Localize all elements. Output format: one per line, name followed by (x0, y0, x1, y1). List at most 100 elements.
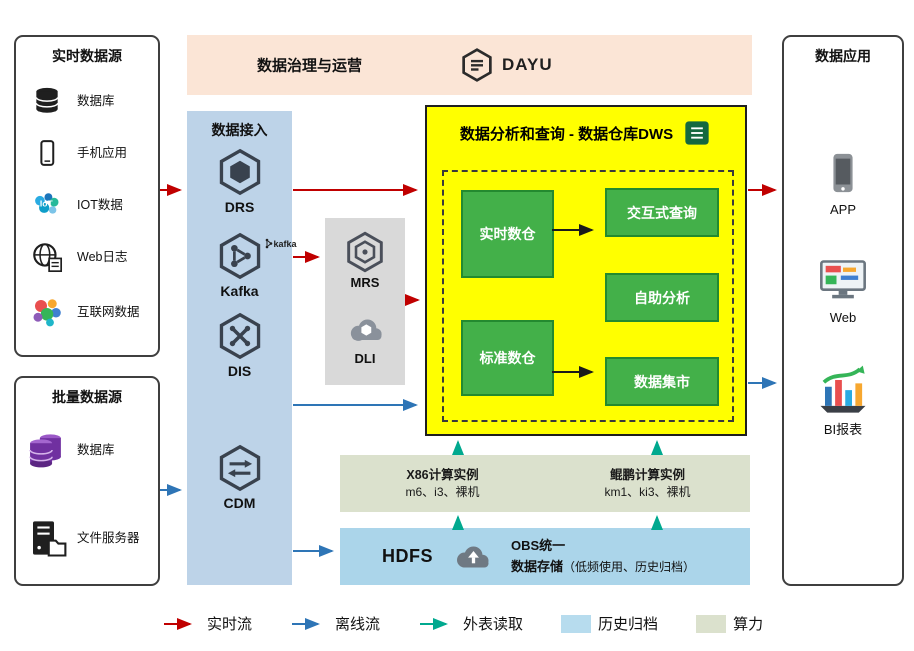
app-phone-icon (833, 153, 853, 193)
compute-strip: X86计算实例 m6、i3、裸机 鲲鹏计算实例 km1、ki3、裸机 (340, 455, 750, 512)
mobile-app-icon (24, 138, 70, 168)
dws-dashed-area: 实时数仓 标准数仓 交互式查询 自助分析 数据集市 (442, 170, 734, 422)
compute-power-swatch (696, 614, 727, 633)
source-label: Web日志 (77, 249, 128, 264)
compute-kunpeng: 鲲鹏计算实例 km1、ki3、裸机 (545, 467, 750, 500)
kafka-logo-glyph (265, 238, 272, 249)
drs-icon (219, 148, 260, 196)
applications-panel: 数据应用 APP Web (782, 35, 904, 586)
source-item-database: 数据库 (24, 77, 154, 125)
ingestion-panel: 数据接入 DRS (187, 111, 297, 585)
service-box-data-mart: 数据集市 (605, 357, 719, 406)
iot-icon: IoT (24, 188, 70, 222)
dli-icon (350, 319, 382, 341)
application-label: APP (829, 202, 856, 217)
file-server-icon (24, 517, 70, 559)
obs-cloud-icon (457, 546, 489, 567)
application-item-web: Web (784, 255, 902, 325)
legend-item-external-read: 外表读取 (418, 613, 523, 634)
service-label: 自助分析 (634, 289, 690, 306)
legend-item-history-archive: 历史归档 (561, 613, 658, 634)
application-label: Web (829, 310, 857, 325)
warehouse-box-realtime: 实时数仓 (461, 190, 554, 278)
database-icon (24, 85, 70, 117)
realtime-sources-panel: 实时数据源 数据库 手机应用 (14, 35, 160, 357)
mrs-icon (347, 231, 383, 273)
ingestion-title: 数据接入 (211, 122, 268, 138)
processing-label: MRS (350, 275, 380, 290)
source-item-file-server: 文件服务器 (24, 500, 154, 576)
legend-label: 外表读取 (463, 616, 524, 633)
processing-item-dli: DLI (325, 310, 405, 366)
obs-note: （低频使用、历史归档） (563, 559, 696, 574)
warehouse-box-standard: 标准数仓 (461, 320, 554, 396)
ingestion-item-cdm: CDM (187, 443, 292, 511)
dis-icon (219, 312, 260, 360)
legend-item-compute-power: 算力 (696, 613, 763, 634)
dayu-logo: DAYU (459, 47, 553, 83)
source-label: 文件服务器 (77, 530, 140, 545)
obs-line2: 数据存储 (511, 558, 564, 574)
realtime-flow-arrow-swatch (164, 617, 192, 630)
obs-line1: OBS统一 (511, 537, 566, 553)
cdm-icon (219, 444, 260, 492)
compute-x86: X86计算实例 m6、i3、裸机 (340, 467, 545, 500)
compute-title: 鲲鹏计算实例 (609, 467, 685, 482)
source-label: 数据库 (77, 442, 115, 457)
applications-title: 数据应用 (815, 48, 871, 64)
storage-strip: HDFS OBS统一 数据存储（低频使用、历史归档） (340, 528, 750, 585)
application-item-app: APP (784, 147, 902, 217)
governance-banner: 数据治理与运营 DAYU (187, 35, 752, 95)
service-box-interactive-query: 交互式查询 (605, 188, 719, 237)
source-item-weblog: Web日志 (24, 233, 154, 281)
warehouse-label: 标准数仓 (479, 350, 536, 366)
ingestion-label: Kafka (220, 283, 259, 299)
service-label: 数据集市 (634, 373, 690, 390)
legend: 实时流 离线流 外表读取 历史归档 算力 (162, 613, 763, 634)
realtime-sources-title: 实时数据源 (52, 48, 122, 64)
ingestion-label: CDM (223, 495, 256, 511)
processing-label: DLI (354, 351, 376, 366)
processing-panel: MRS DLI (325, 218, 405, 385)
kafka-icon (219, 232, 260, 280)
internet-data-icon (24, 294, 70, 330)
dayu-hexagon-icon (462, 48, 492, 82)
application-item-bi: BI报表 (784, 362, 902, 438)
compute-subtitle: km1、ki3、裸机 (604, 484, 691, 499)
warehouse-label: 实时数仓 (479, 226, 536, 242)
source-item-mobile: 手机应用 (24, 129, 154, 177)
dws-document-icon (685, 121, 709, 145)
source-item-batch-database: 数据库 (24, 412, 154, 488)
kafka-logo-text: kafka (265, 238, 297, 249)
service-box-self-analysis: 自助分析 (605, 273, 719, 322)
dws-title: 数据分析和查询 - 数据仓库DWS (459, 125, 674, 143)
ingestion-item-kafka: kafka Kafka (187, 231, 297, 299)
legend-label: 实时流 (207, 616, 253, 633)
ingestion-item-drs: DRS (187, 147, 292, 215)
legend-label: 历史归档 (598, 616, 659, 633)
source-label: 手机应用 (77, 145, 128, 160)
svg-text:IoT: IoT (40, 198, 54, 208)
source-label: 数据库 (77, 93, 115, 108)
legend-label: 算力 (733, 616, 764, 633)
source-item-iot: IoT IOT数据 (24, 181, 154, 229)
compute-subtitle: m6、i3、裸机 (405, 484, 480, 499)
batch-sources-title: 批量数据源 (52, 389, 122, 405)
ingestion-label: DIS (227, 363, 252, 379)
source-label: IOT数据 (77, 197, 123, 212)
web-monitor-icon (820, 260, 866, 299)
history-archive-swatch (561, 614, 592, 633)
service-label: 交互式查询 (627, 204, 697, 221)
source-item-internet: 互联网数据 (24, 285, 154, 339)
processing-item-mrs: MRS (325, 230, 405, 290)
dws-panel: 数据分析和查询 - 数据仓库DWS 实时数仓 标准数仓 交互式查询 自助分析 (425, 105, 747, 436)
hdfs-label: HDFS (382, 546, 433, 566)
web-log-icon (24, 240, 70, 274)
legend-label: 离线流 (335, 616, 381, 633)
legend-item-offline-flow: 离线流 (290, 613, 380, 634)
offline-flow-arrow-swatch (292, 617, 321, 630)
governance-title: 数据治理与运营 (257, 57, 363, 75)
external-read-arrow-swatch (420, 617, 449, 630)
source-label: 互联网数据 (77, 304, 140, 319)
